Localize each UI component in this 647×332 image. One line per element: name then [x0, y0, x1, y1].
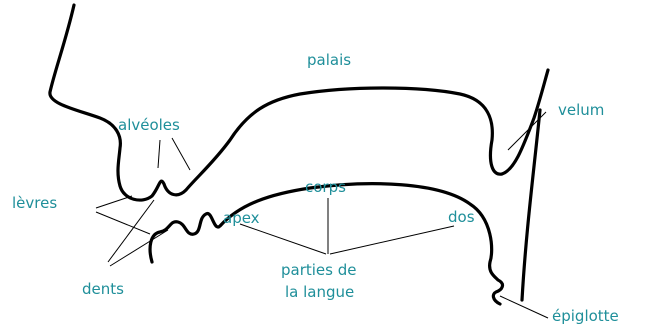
label-dos: dos	[448, 208, 475, 226]
pharynx-wall	[520, 108, 542, 302]
label-epiglotte: épiglotte	[552, 307, 619, 325]
leader-alveoles-2	[157, 139, 161, 169]
label-dents: dents	[82, 280, 124, 298]
label-alveoles: alvéoles	[118, 116, 180, 134]
leader-levres-2	[95, 211, 151, 235]
leader-epiglotte	[499, 295, 549, 319]
label-parties-line2: la langue	[285, 283, 355, 301]
leader-parties-dos	[329, 225, 455, 255]
tongue-outline	[148, 182, 505, 306]
leader-parties-apex	[239, 223, 327, 255]
label-parties-line1: parties de	[281, 261, 357, 279]
label-levres: lèvres	[12, 194, 58, 212]
label-apex: apex	[223, 209, 260, 227]
upper-vocal-tract-outline	[48, 3, 550, 202]
leader-levres-1	[95, 195, 133, 209]
label-corps: corps	[305, 178, 346, 196]
label-velum: velum	[558, 101, 605, 119]
label-palais: palais	[307, 51, 352, 69]
leader-alveoles-1	[171, 137, 191, 171]
leader-velum	[507, 111, 547, 151]
leader-dents-1	[107, 199, 155, 263]
leader-dents-2	[109, 229, 169, 267]
